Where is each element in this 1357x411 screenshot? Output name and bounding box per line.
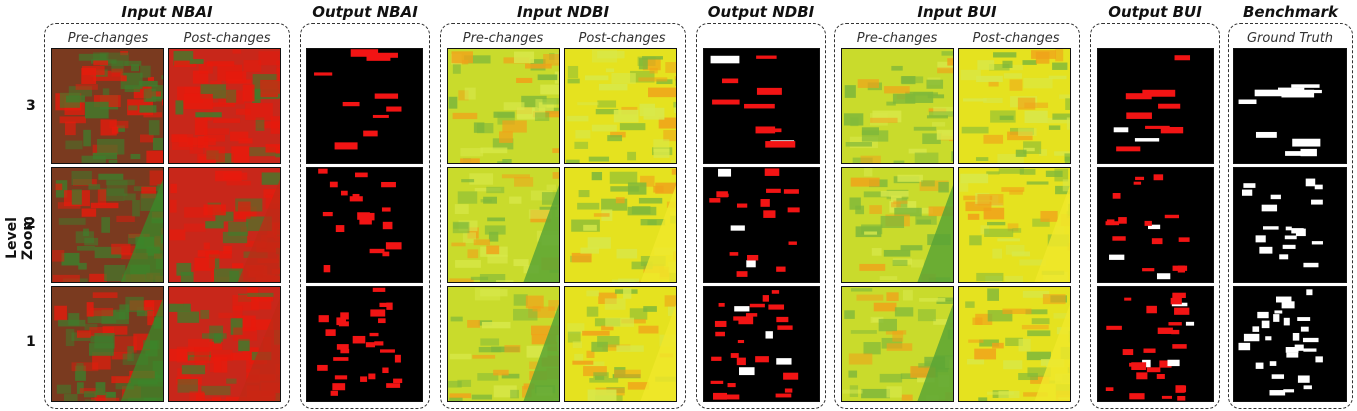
group-input-nbai <box>44 23 290 409</box>
subtitle-nbai-post: Post-changes <box>183 31 271 46</box>
group-output-ndbi <box>696 23 826 409</box>
image-ndbi-pre-level-3 <box>447 48 560 164</box>
group-benchmark <box>1228 23 1353 409</box>
group-input-ndbi <box>440 23 686 409</box>
title-input-ndbi: Input NDBI <box>516 3 610 21</box>
subtitle-nbai-pre: Pre-changes <box>67 31 149 46</box>
image-bui-post-level-3 <box>958 48 1071 164</box>
subtitle-bui-pre: Pre-changes <box>856 31 938 46</box>
row-label-1: 1 <box>26 334 36 350</box>
group-output-bui <box>1090 23 1220 409</box>
image-ndbi-post-level-2 <box>564 167 677 283</box>
image-nbai-pre-level-2 <box>51 167 164 283</box>
image-bui-pre-level-1 <box>841 286 954 402</box>
group-input-bui <box>834 23 1080 409</box>
image-output-nbai-level-1 <box>306 286 423 402</box>
image-output-nbai-level-2 <box>306 167 423 283</box>
subtitle-ndbi-post: Post-changes <box>578 31 666 46</box>
image-ground-truth-level-2 <box>1233 167 1347 283</box>
image-bui-post-level-1 <box>958 286 1071 402</box>
image-ndbi-pre-level-2 <box>447 167 560 283</box>
image-output-bui-level-2 <box>1097 167 1214 283</box>
image-output-nbai-level-3 <box>306 48 423 164</box>
image-output-ndbi-level-1 <box>703 286 820 402</box>
title-output-bui: Output BUI <box>1108 3 1202 21</box>
image-bui-pre-level-2 <box>841 167 954 283</box>
subtitle-bui-post: Post-changes <box>972 31 1060 46</box>
image-bui-pre-level-3 <box>841 48 954 164</box>
subtitle-ndbi-pre: Pre-changes <box>462 31 544 46</box>
title-output-ndbi: Output NDBI <box>707 3 815 21</box>
group-output-nbai <box>300 23 430 409</box>
image-nbai-pre-level-3 <box>51 48 164 164</box>
image-ndbi-pre-level-1 <box>447 286 560 402</box>
image-output-ndbi-level-2 <box>703 167 820 283</box>
image-output-bui-level-1 <box>1097 286 1214 402</box>
image-ground-truth-level-1 <box>1233 286 1347 402</box>
image-ndbi-post-level-1 <box>564 286 677 402</box>
title-input-nbai: Input NBAI <box>121 3 213 21</box>
row-label-2: 2 <box>26 216 36 232</box>
title-benchmark: Benchmark <box>1243 3 1338 21</box>
image-nbai-post-level-2 <box>168 167 281 283</box>
image-nbai-pre-level-1 <box>51 286 164 402</box>
image-nbai-post-level-3 <box>168 48 281 164</box>
image-output-bui-level-3 <box>1097 48 1214 164</box>
image-output-ndbi-level-3 <box>703 48 820 164</box>
image-ground-truth-level-3 <box>1233 48 1347 164</box>
image-nbai-post-level-1 <box>168 286 281 402</box>
title-output-nbai: Output NBAI <box>312 3 418 21</box>
subtitle-ground-truth: Ground Truth <box>1246 31 1334 46</box>
image-bui-post-level-2 <box>958 167 1071 283</box>
level-zoom-axis-label: Level Zoom <box>4 216 36 260</box>
image-ndbi-post-level-3 <box>564 48 677 164</box>
row-label-3: 3 <box>26 98 36 114</box>
title-input-bui: Input BUI <box>917 3 997 21</box>
